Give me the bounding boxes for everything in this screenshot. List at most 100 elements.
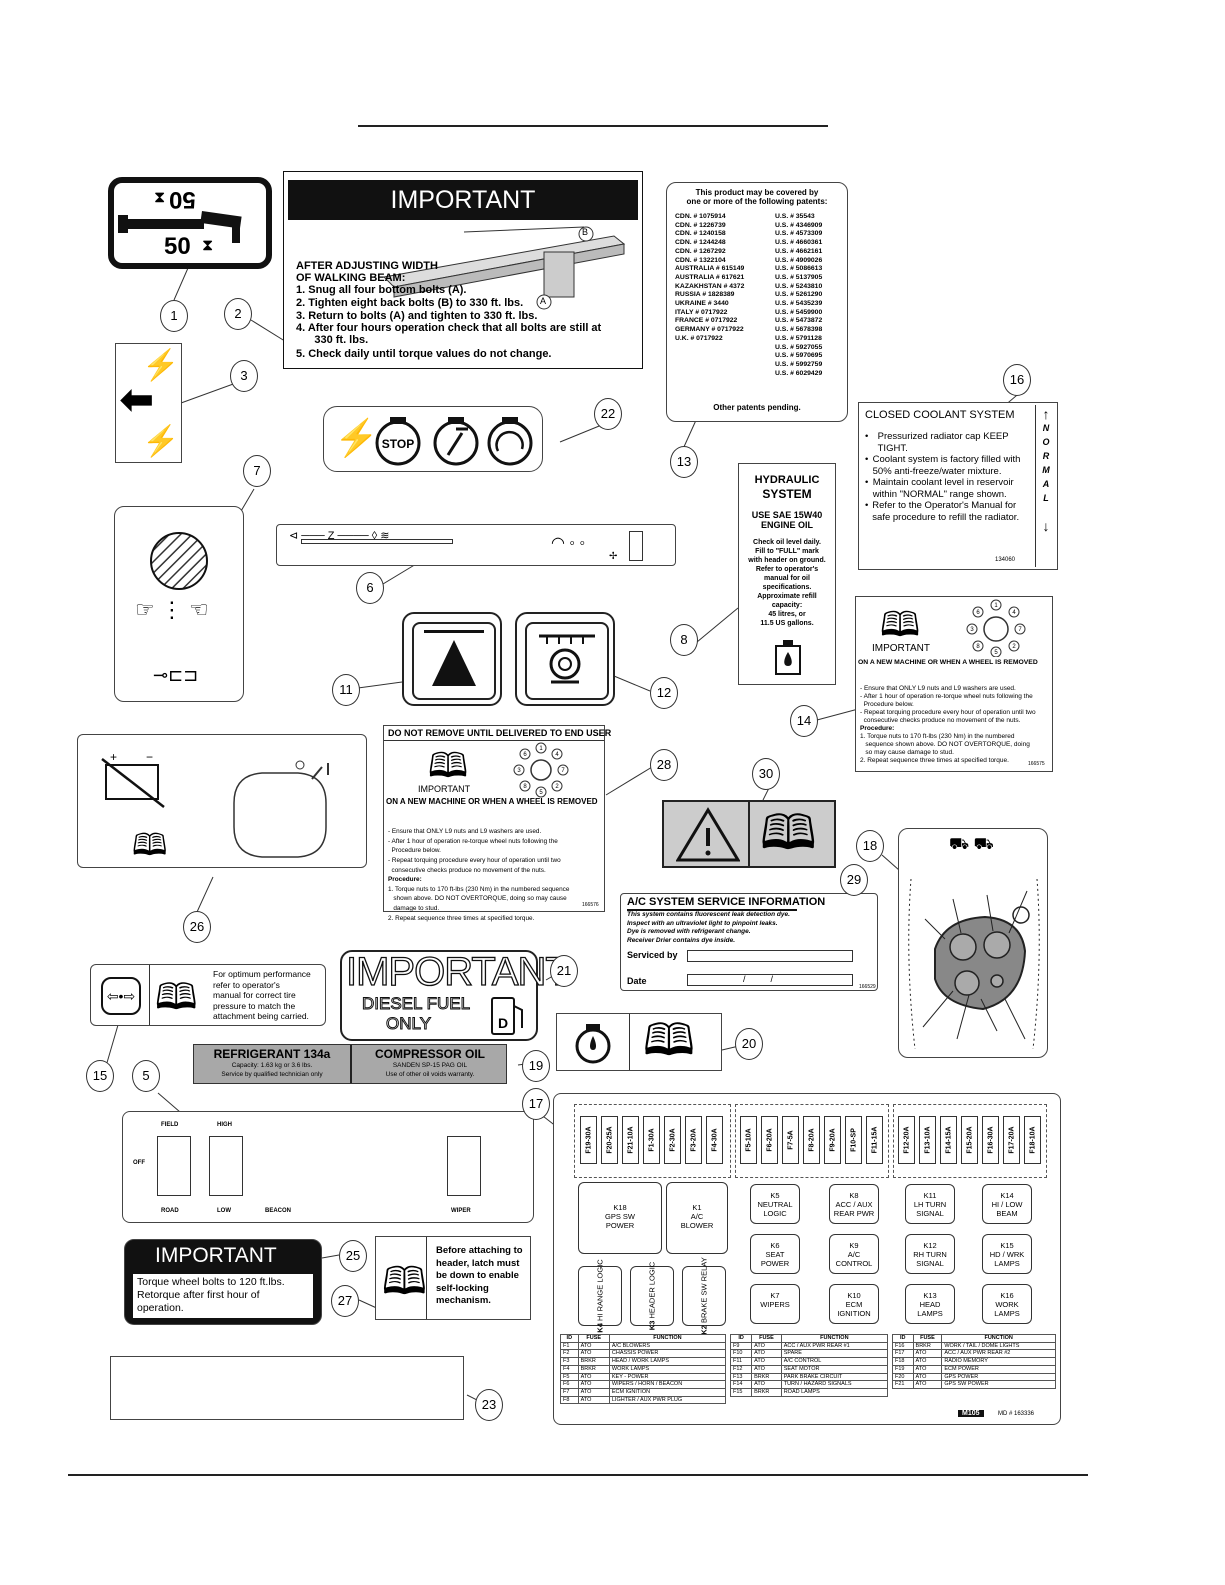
delivery-part-no: 166576 <box>582 902 599 908</box>
callout-16: 16 <box>1003 364 1031 396</box>
svg-text:7: 7 <box>561 768 565 774</box>
tractor-icons: ⛟ ⛟ <box>949 836 994 853</box>
torque-body: Torque wheel bolts to 120 ft.lbs.Retorqu… <box>133 1274 313 1318</box>
refrigerant-title: REFRIGERANT 134a <box>213 1047 331 1061</box>
decal-19-refrigerant: REFRIGERANT 134a Capacity: 1.63 kg or 3.… <box>193 1044 507 1084</box>
tire-pressure-icon: ⇦•⇨ <box>101 977 141 1015</box>
refrigerant-line-1: Capacity: 1.63 kg or 3.6 lbs. <box>231 1062 313 1069</box>
switch-wiper-label: WIPER <box>451 1208 471 1214</box>
switch-road-label: ROAD <box>161 1208 179 1214</box>
decal-7-controls: ☞ ⋮ ☜ ⊸⊏⊐ <box>114 506 244 702</box>
book-icon: 🕮 <box>132 829 168 862</box>
svg-text:3: 3 <box>517 768 521 774</box>
lightning-icon: ⚡ <box>334 417 379 458</box>
decal-30-warning-manual: 🕮 <box>662 800 836 868</box>
callout-17: 17 <box>522 1088 550 1120</box>
fuse-slot: F3-20A <box>685 1116 702 1164</box>
wheel-torque-lines: - Ensure that ONLY L9 nuts and L9 washer… <box>860 685 1036 764</box>
hydraulic-oil-2: ENGINE OIL <box>760 520 813 530</box>
switch-off-label: OFF <box>133 1160 145 1166</box>
decal-23-blank <box>110 1356 464 1420</box>
coolant-title: CLOSED COOLANT SYSTEM <box>865 409 1015 421</box>
diesel-line-2: ONLY <box>385 1014 432 1034</box>
torque-important-header: IMPORTANT <box>155 1244 277 1267</box>
decal-25-torque-wheel-bolts: IMPORTANT Torque wheel bolts to 120 ft.l… <box>124 1239 322 1325</box>
fuse-slot: F14-15A <box>940 1116 957 1164</box>
hatched-circle-icon <box>150 532 208 590</box>
fuse-slot: F13-10A <box>919 1116 936 1164</box>
date-label: Date <box>627 976 647 986</box>
decal-12-reel-hazard <box>515 612 615 706</box>
decal-18-joystick: ⛟ ⛟ <box>898 828 1048 1058</box>
svg-text:7: 7 <box>1018 627 1022 633</box>
delivery-important: IMPORTANT <box>418 784 471 794</box>
engine-oil-icon <box>575 1024 611 1064</box>
callout-19: 19 <box>522 1050 550 1082</box>
decal-2-step: 5. Check daily until torque values do no… <box>296 348 552 360</box>
callout-12: 12 <box>650 677 678 709</box>
fuse-slot: F20-25A <box>601 1116 618 1164</box>
decal-1-service-interval: 50 50 ⧗ ⧗ <box>108 177 272 269</box>
fuse-slot: F17-20A <box>1003 1116 1020 1164</box>
patents-heading-1: This product may be covered by <box>695 188 819 197</box>
callout-8: 8 <box>670 624 698 656</box>
arrow-down-icon: ↓ <box>1042 518 1050 534</box>
relay-k4: K4 HI RANGE LOGIC <box>578 1259 622 1333</box>
svg-text:STOP: STOP <box>382 437 414 451</box>
svg-text:5: 5 <box>539 790 543 796</box>
fuel-cap-icon <box>233 760 329 858</box>
fuse-slot: F5-10A <box>740 1116 757 1164</box>
decal-2-step: 1. Snug all four bottom bolts (A). <box>296 284 467 296</box>
decal-22-engine-symbols: ⚡ STOP <box>323 406 543 472</box>
fuse-slot: F19-30A <box>580 1116 597 1164</box>
svg-text:4: 4 <box>555 752 559 758</box>
svg-text:6: 6 <box>523 752 527 758</box>
book-icon: 🕮 <box>760 807 817 860</box>
hydraulic-title-2: SYSTEM <box>762 487 812 501</box>
decal-5-switch-panel: FIELD HIGH OFF ROAD LOW BEACON WIPER <box>122 1111 534 1223</box>
svg-text:1: 1 <box>539 746 543 752</box>
reel-entanglement-icon <box>539 634 595 684</box>
strip-icons: ⊲ ─── Z ──── ◊ ≋ <box>289 530 390 542</box>
book-icon: 🕮 <box>382 1261 427 1303</box>
grease-gun-icon <box>118 211 242 243</box>
diesel-important: IMPORTANT <box>345 949 570 994</box>
svg-text:+: + <box>110 750 117 764</box>
fuse-slot: F9-20A <box>824 1116 841 1164</box>
engine-stop-icon: STOP <box>375 417 421 466</box>
fuse-slot: F1-30A <box>643 1116 660 1164</box>
callout-23: 23 <box>475 1389 503 1421</box>
svg-text:−: − <box>146 750 153 764</box>
lightning-icon: ⚡ <box>142 349 180 382</box>
callout-b-label: B <box>582 227 589 237</box>
fuse-slot: F21-10A <box>622 1116 639 1164</box>
fuel-pump-icon: D <box>491 997 523 1035</box>
oil-reservoir-icon <box>775 640 801 675</box>
wheel-torque-headline: ON A NEW MACHINE OR WHEN A WHEEL IS REMO… <box>858 659 1038 666</box>
decal-2-step: 2. Tighten eight back bolts (B) to 330 f… <box>296 297 524 309</box>
fuse-slot: F18-10A <box>1024 1116 1041 1164</box>
svg-text:8: 8 <box>523 784 527 790</box>
joystick-diagram <box>908 878 1040 1050</box>
switch-low-label: LOW <box>217 1208 231 1214</box>
hand-control-icon: ☞ ⋮ ☜ <box>135 597 209 622</box>
svg-text:3: 3 <box>970 627 974 633</box>
fuse-slot: F12-20A <box>898 1116 915 1164</box>
ac-title: A/C SYSTEM SERVICE INFORMATION <box>627 896 826 908</box>
decal-2-header: IMPORTANT <box>288 180 638 220</box>
decal-2-intro-1: AFTER ADJUSTING WIDTH <box>296 260 438 272</box>
callout-2: 2 <box>224 298 252 330</box>
patents-heading-2: one or more of the following patents: <box>686 197 828 206</box>
fuse-panel-part-no: MD # 163336 <box>998 1411 1035 1417</box>
svg-text:1: 1 <box>994 603 998 609</box>
